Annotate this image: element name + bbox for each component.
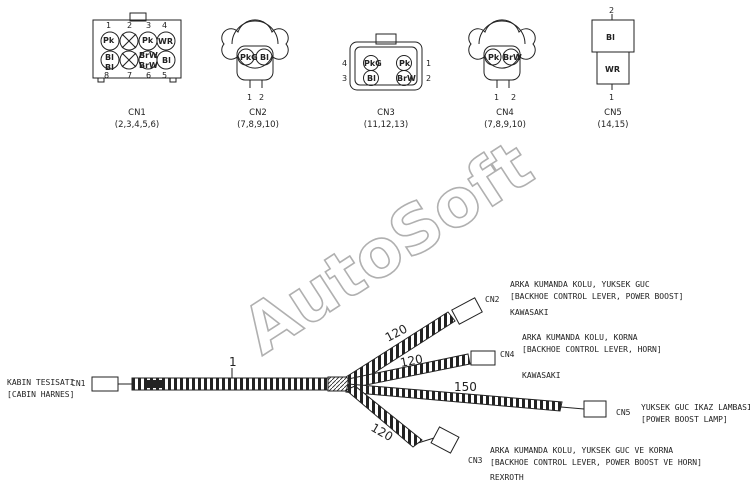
cn3-pin-label: 1 xyxy=(426,59,431,68)
cn5-pin-list: (14,15) xyxy=(598,120,629,130)
cn3-wire-code: Bl xyxy=(367,74,376,83)
cn2-pin-list: (7,8,9,10) xyxy=(237,120,279,130)
cn3-pin-label: 3 xyxy=(342,74,347,83)
cn4-title: CN4 xyxy=(496,108,514,118)
cn5-pin-label: 1 xyxy=(609,93,614,102)
cn4-harness-label: CN4 xyxy=(500,350,515,359)
cn4-pin-label: 2 xyxy=(511,93,516,102)
cn1-pin-label: 2 xyxy=(127,21,132,30)
trunk-grommet xyxy=(145,380,165,388)
cn3-desc-maker: REXROTH xyxy=(490,473,524,482)
cn2-desc-tr: ARKA KUMANDA KOLU, YUKSEK GUC xyxy=(510,280,650,289)
cn3-pin-list: (11,12,13) xyxy=(364,120,408,130)
cn1-pin-label: 7 xyxy=(127,71,132,80)
cn2-pin-label: 1 xyxy=(247,93,252,102)
cn4-desc-maker: KAWASAKI xyxy=(522,371,561,380)
cn5-pin-label: 2 xyxy=(609,6,614,15)
cn5-length: 150 xyxy=(454,380,477,394)
cn1-pin-label: 6 xyxy=(146,71,151,80)
cn3-harness-label: CN3 xyxy=(468,456,483,465)
branch-cn3 xyxy=(345,385,423,448)
cn3-connector-face: PkG Pk Bl BrW 4 3 1 2 xyxy=(342,33,431,91)
cn2-title: CN2 xyxy=(249,108,267,118)
cn4-length: 120 xyxy=(399,352,424,370)
cn1-desc-en: [CABIN HARNES] xyxy=(7,390,74,399)
cn5-plug xyxy=(583,400,607,418)
cn1-pin-label: 8 xyxy=(104,71,109,80)
cn3-wire-code: PkG xyxy=(364,59,382,68)
cn2-desc-maker: KAWASAKI xyxy=(510,308,549,317)
cn2-plug xyxy=(451,297,483,325)
cn1-wire-code: Bl xyxy=(105,53,114,62)
cn3-desc-tr: ARKA KUMANDA KOLU, YUKSEK GUC VE KORNA xyxy=(490,446,673,455)
cn2-harness-label: CN2 xyxy=(485,295,500,304)
cn2-wire-code: Bl xyxy=(260,53,269,62)
cn1-pin-label: 1 xyxy=(106,21,111,30)
cn5-desc-tr: YUKSEK GUC IKAZ LAMBASI xyxy=(641,403,750,412)
item-number: 1 xyxy=(229,355,237,369)
cn4-wire-code: BrW xyxy=(503,53,522,62)
cn2-pin-label: 2 xyxy=(259,93,264,102)
cn3-desc-en: [BACKHOE CONTROL LEVER, POWER BOOST VE H… xyxy=(490,458,702,467)
cn4-pin-label: 1 xyxy=(494,93,499,102)
cn4-desc-en: [BACKHOE CONTROL LEVER, HORN] xyxy=(522,345,662,354)
cn2-wire-code: PkG xyxy=(240,53,258,62)
cn3-wire-code: BrW xyxy=(397,74,416,83)
cn1-plug xyxy=(91,376,119,392)
breakout-junction xyxy=(327,376,349,392)
cn5-wire-code: Bl xyxy=(606,33,615,42)
cn3-plug xyxy=(430,426,460,454)
cn1-pin-label: 4 xyxy=(162,21,167,30)
cn1-pin-label: 5 xyxy=(162,71,167,80)
cn2-desc-en: [BACKHOE CONTROL LEVER, POWER BOOST] xyxy=(510,292,683,301)
cn4-desc-tr: ARKA KUMANDA KOLU, KORNA xyxy=(522,333,638,342)
cn5-harness-label: CN5 xyxy=(616,408,631,417)
cn1-wire-code: Bl xyxy=(162,56,171,65)
cn4-pin-list: (7,8,9,10) xyxy=(484,120,526,130)
cn1-harness-label: CN1 xyxy=(71,379,86,388)
cn4-wire-code: Pk xyxy=(488,53,500,62)
cn1-title: CN1 xyxy=(128,108,146,118)
cn5-wire-code: WR xyxy=(605,65,620,74)
cn1-wire-code: WR xyxy=(158,37,173,46)
cn1-wire-code: BrW xyxy=(139,51,158,60)
cn1-pin-label: 3 xyxy=(146,21,151,30)
cn1-wire-code: Pk xyxy=(142,36,154,45)
cn1-pin-list: (2,3,4,5,6) xyxy=(115,120,159,130)
cn3-title: CN3 xyxy=(377,108,395,118)
cn1-connector-face: 1 2 3 4 8 7 6 5 Pk Pk WR Bl Bl BrW BrW B… xyxy=(92,12,182,83)
cn4-connector-face: Pk BrW 1 2 xyxy=(468,19,536,102)
cn5-connector-face: 2 Bl WR 1 xyxy=(591,6,635,102)
cn1-wire-code: BrW xyxy=(139,61,158,70)
cn5-desc-en: [POWER BOOST LAMP] xyxy=(641,415,728,424)
cn3-pin-label: 2 xyxy=(426,74,431,83)
cn3-wire-code: Pk xyxy=(399,59,411,68)
cn2-connector-face: PkG Bl 1 2 xyxy=(221,19,289,102)
cn3-pin-label: 4 xyxy=(342,59,347,68)
cn1-wire-code: Pk xyxy=(103,36,115,45)
cn1-desc-tr: KABIN TESISATI xyxy=(7,378,75,387)
cn5-title: CN5 xyxy=(604,108,622,118)
cn4-plug xyxy=(470,350,496,366)
cn1-wire-code: Bl xyxy=(105,63,114,72)
